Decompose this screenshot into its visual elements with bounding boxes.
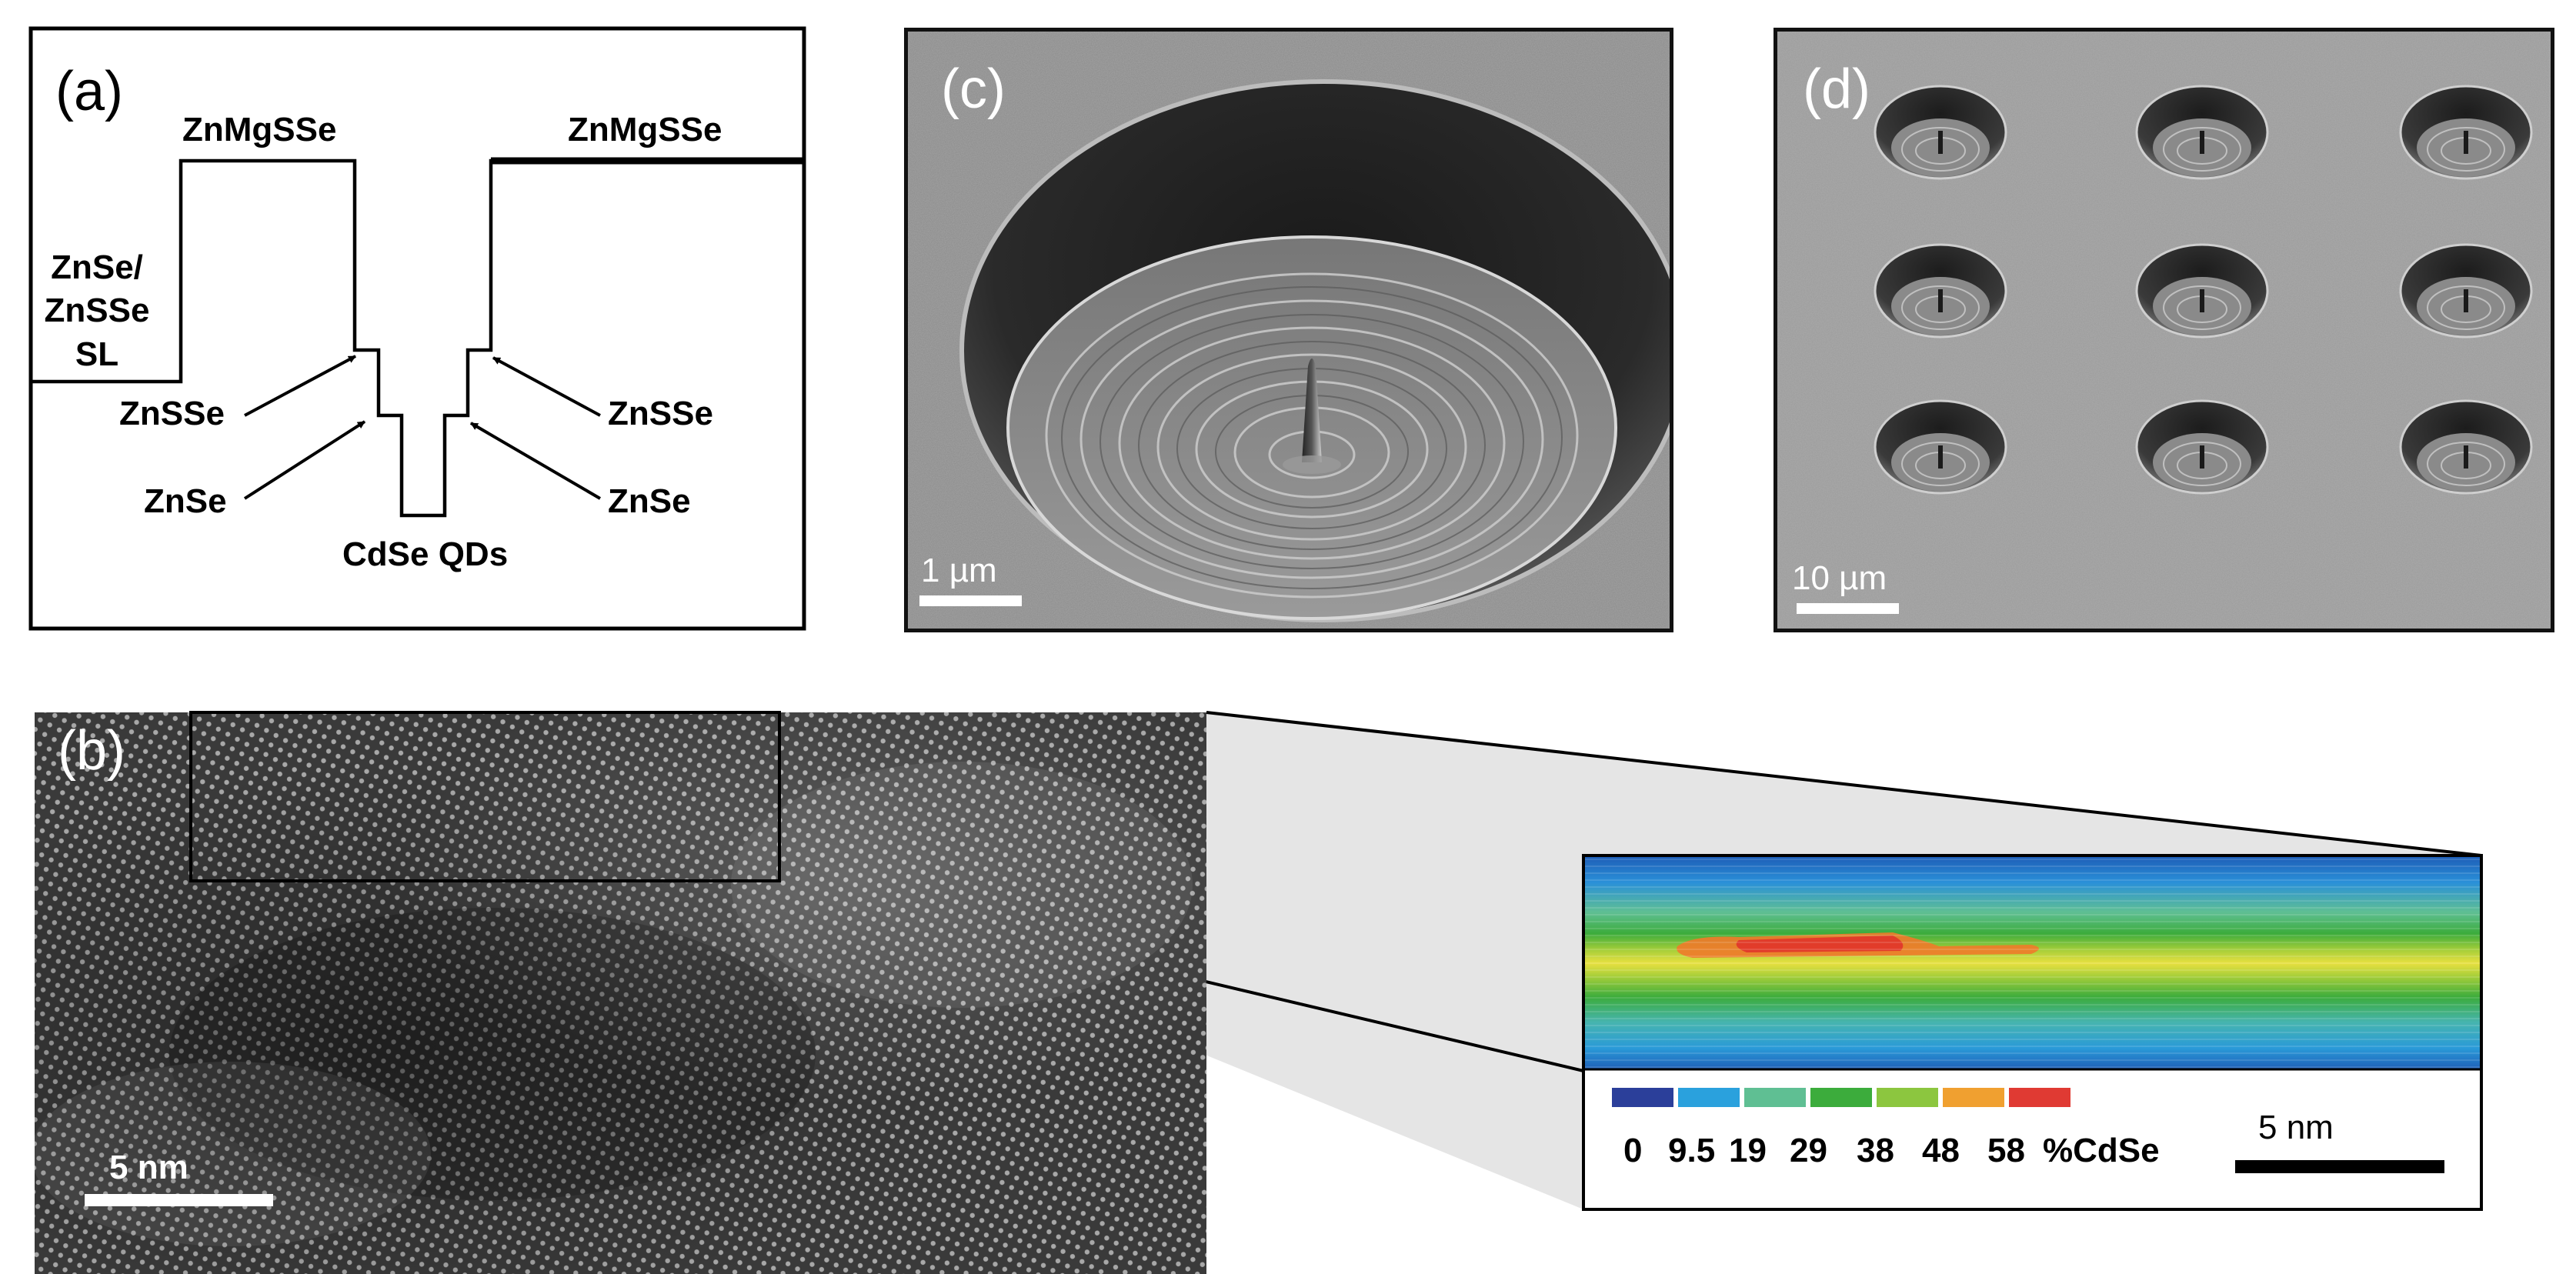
znsse-right-label: ZnSSe — [608, 395, 713, 432]
terrace-rings — [1045, 272, 1579, 599]
colorbar-ticks: 0 9.5 19 29 38 48 58 — [1623, 1132, 2025, 1169]
znse-right-label: ZnSe — [608, 482, 691, 520]
pit — [2399, 399, 2533, 495]
pit — [2135, 399, 2269, 495]
znsse-left-label: ZnSSe — [119, 395, 225, 432]
sem-single-pit-image: 1 µm (c) — [904, 28, 1673, 632]
colorbar-tick-label: 19 — [1729, 1132, 1767, 1169]
colorbar-swatch — [1877, 1088, 1938, 1107]
panel-c-scale-bar — [919, 595, 1022, 606]
arrow-znse-right — [469, 422, 602, 500]
panel-c-frame — [904, 28, 1673, 632]
arrow-znsse-left — [244, 355, 356, 417]
panel-c: 1 µm (c) — [904, 28, 1673, 632]
panel-a-frame — [28, 26, 806, 631]
colorbar-tick-label: 58 — [1987, 1132, 2025, 1169]
panel-b-scale-bar — [85, 1194, 273, 1206]
band-edge-profile — [31, 158, 804, 518]
panel-d-label: (d) — [1803, 58, 1870, 120]
colorbar-swatch — [2009, 1088, 2070, 1107]
hrtem-selection-box — [189, 711, 781, 882]
cdse-qds-label: CdSe QDs — [342, 535, 508, 573]
pit — [2399, 243, 2533, 339]
colorbar-unit: %CdSe — [2043, 1132, 2160, 1169]
pit — [1874, 85, 2007, 180]
panel-d: 10 µm (d) — [1774, 28, 2554, 632]
colorbar-tick-label: 9.5 — [1668, 1132, 1715, 1169]
colorbar — [1612, 1088, 2070, 1107]
colorbar-swatch — [1678, 1088, 1740, 1107]
panel-b: (b) 5 nm 0 9.5 19 29 38 48 58 %CdSe 5 nm — [0, 692, 2576, 1274]
colorbar-swatch — [1744, 1088, 1806, 1107]
colorbar-tick-label: 38 — [1857, 1132, 1894, 1169]
pit — [2399, 85, 2533, 180]
superlattice-label-line-2: ZnSSe — [45, 292, 150, 329]
central-pillar — [1302, 359, 1322, 462]
pit — [2135, 85, 2269, 180]
znse-left-label: ZnSe — [144, 482, 227, 520]
panel-c-label: (c) — [941, 58, 1006, 120]
panel-a-label: (a) — [55, 61, 123, 122]
zoom-line-top — [1206, 711, 2482, 857]
panel-d-scale-bar — [1797, 603, 1899, 614]
panel-c-scale-label: 1 µm — [921, 552, 997, 589]
sem-pit-array-image: 10 µm (d) — [1774, 28, 2554, 632]
superlattice-label-line-3: SL — [75, 335, 118, 373]
pit — [1874, 399, 2007, 495]
barrier-right-label: ZnMgSSe — [568, 111, 722, 148]
band-diagram: (a) ZnMgSSe ZnMgSSe ZnSe/ ZnSSe SL ZnSSe… — [28, 26, 806, 631]
pit-array — [1874, 85, 2533, 495]
colorbar-swatch — [1943, 1088, 2004, 1107]
barrier-left-label: ZnMgSSe — [182, 111, 336, 148]
colorbar-swatch — [1810, 1088, 1872, 1107]
panel-b-figure: (b) 5 nm 0 9.5 19 29 38 48 58 %CdSe 5 nm — [31, 711, 2483, 1274]
inset-scale-label: 5 nm — [2258, 1109, 2334, 1146]
arrow-znsse-right — [492, 356, 601, 417]
panel-b-scale-label: 5 nm — [109, 1149, 189, 1186]
composition-map — [1585, 857, 2480, 1069]
panel-a: (a) ZnMgSSe ZnMgSSe ZnSe/ ZnSSe SL ZnSSe… — [0, 0, 816, 639]
panel-d-scale-label: 10 µm — [1792, 559, 1887, 597]
colorbar-tick-label: 0 — [1623, 1132, 1642, 1169]
inset-scale-bar — [2235, 1160, 2444, 1173]
pit — [1874, 243, 2007, 339]
colorbar-tick-label: 48 — [1922, 1132, 1960, 1169]
arrow-znse-left — [243, 420, 366, 500]
panel-d-frame — [1774, 28, 2554, 632]
colorbar-swatch — [1612, 1088, 1673, 1107]
pit — [2135, 243, 2269, 339]
colorbar-tick-label: 29 — [1790, 1132, 1827, 1169]
superlattice-label-line-1: ZnSe/ — [51, 248, 143, 286]
hrtem-image — [31, 712, 1206, 1274]
panel-b-label: (b) — [58, 720, 125, 782]
